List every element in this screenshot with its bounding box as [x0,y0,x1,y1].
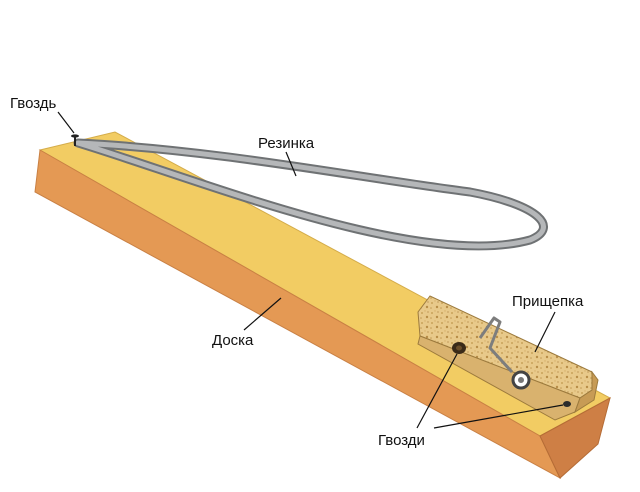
rubber-band-highlight [75,140,546,249]
clothespin-end [574,370,599,414]
rubber-band [73,138,548,251]
label-rubber-band: Резинка [258,135,315,152]
leader-nails-1 [416,353,458,429]
label-nail: Гвоздь [10,95,57,112]
leader-lines [57,111,564,429]
label-nails: Гвозди [378,432,425,449]
clothespin-spring [478,316,514,374]
clothespin-lower-jaw [417,335,581,421]
leader-nails-2 [433,404,564,429]
board-side-face [34,149,562,480]
leader-clothespin [534,311,556,353]
label-clothespin: Прищепка [512,293,584,310]
leader-rubber-band [285,151,297,177]
leader-nail [57,111,75,134]
clothespin-nail-2 [563,401,571,407]
board-end-face [539,397,611,479]
clothespin [417,295,599,421]
nail-head [71,134,79,146]
label-board: Доска [212,332,254,349]
leader-board [243,297,282,331]
